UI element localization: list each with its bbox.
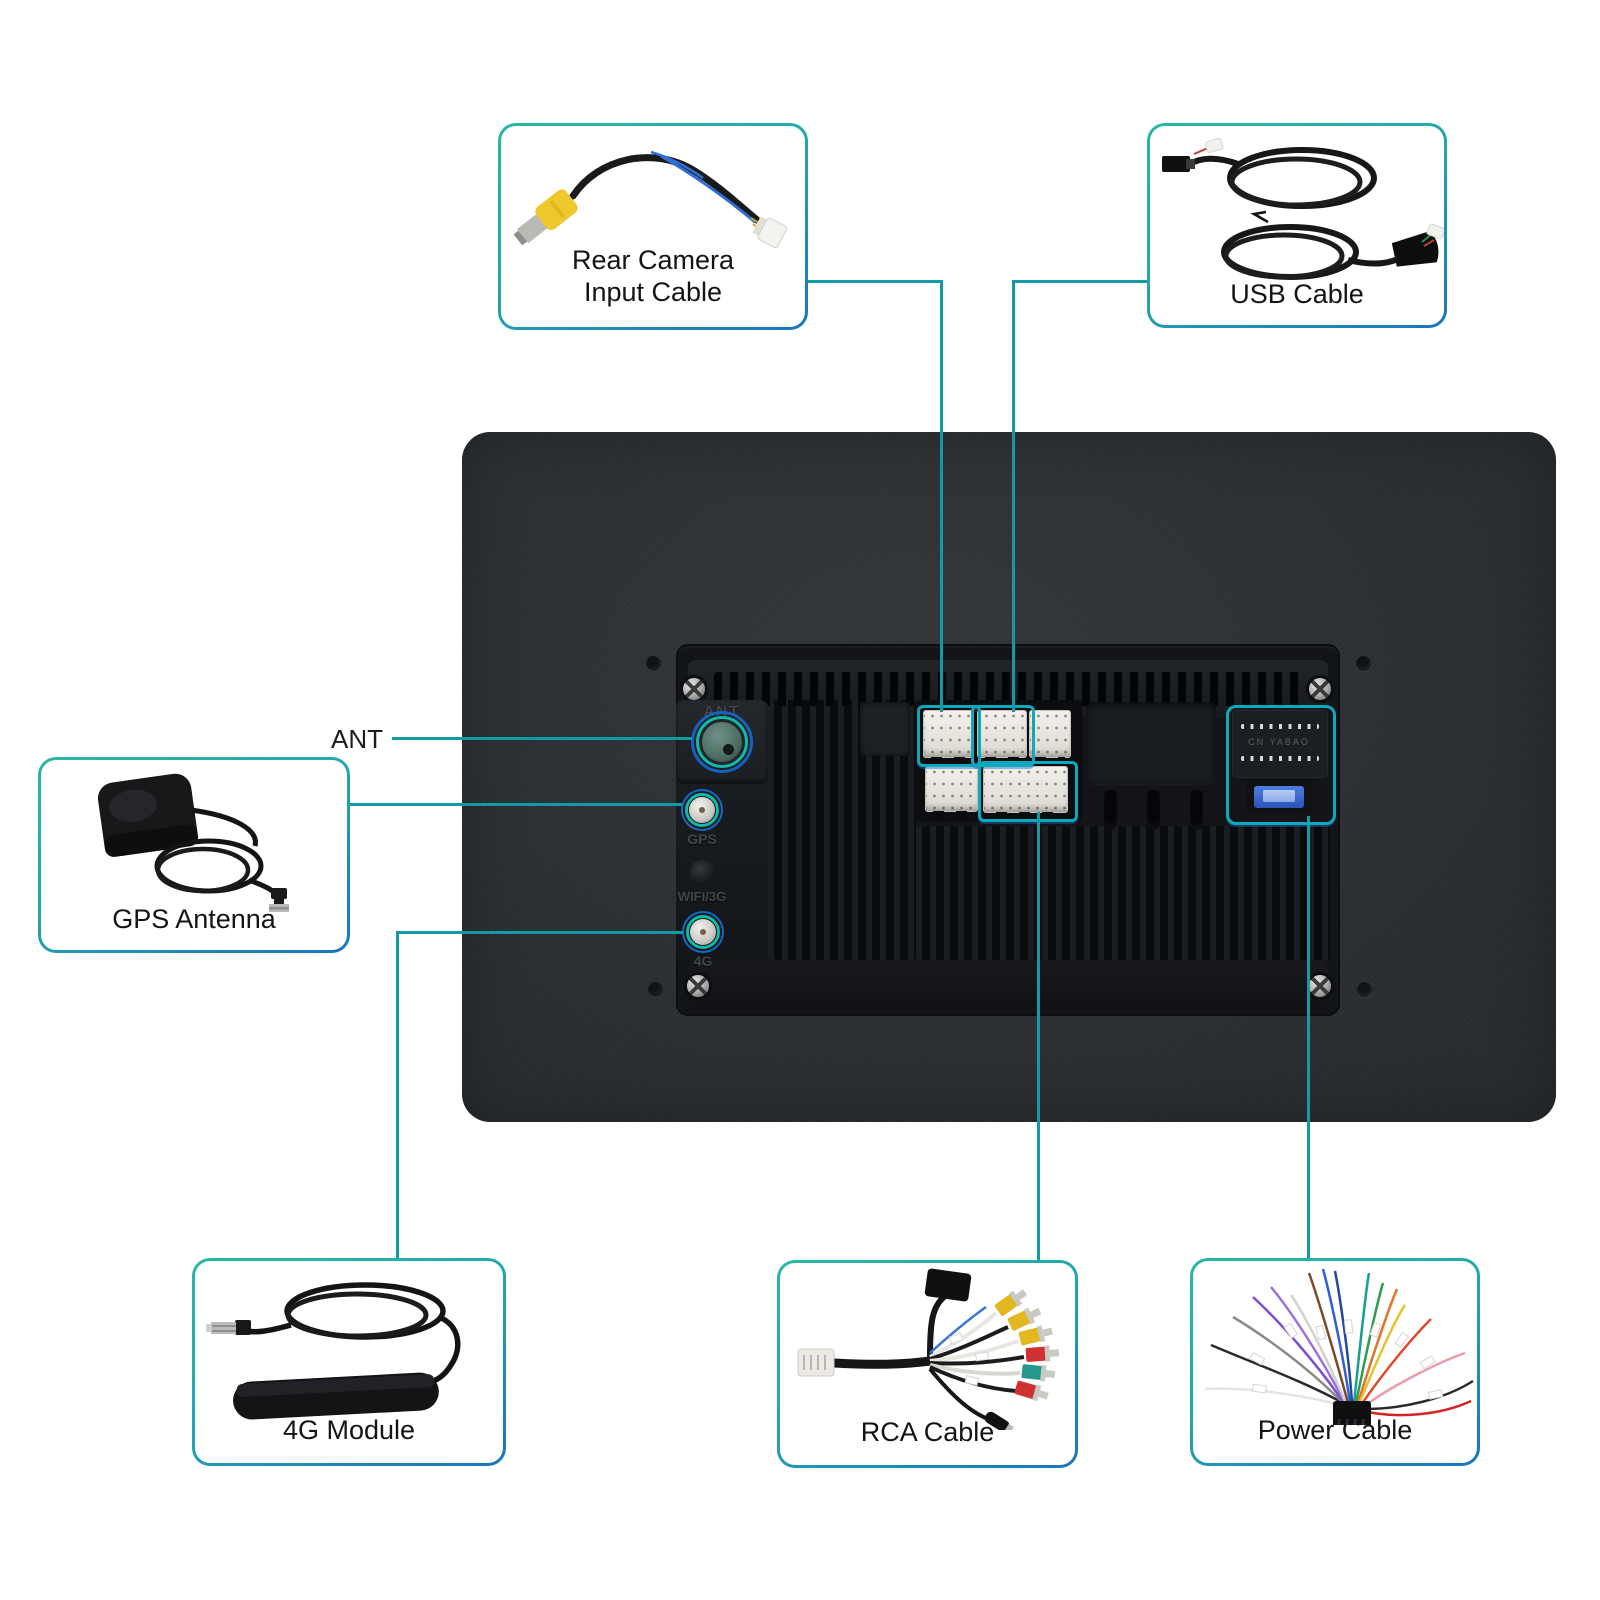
gps-label: GPS Antenna: [112, 904, 276, 935]
ant-callout-line: [392, 737, 692, 740]
fourg-module-image: [206, 1282, 461, 1420]
gps-port-label: GPS: [687, 831, 717, 847]
rear-camera-label: Rear Camera Input Cable: [571, 245, 735, 308]
wifi-port-label: WIFI/3G: [677, 889, 727, 904]
usb-callout-line-v: [1012, 280, 1015, 712]
rear-camera-callout-line-h: [807, 280, 943, 283]
fourg-callout-line-h: [396, 931, 683, 934]
usb-callout-line-h: [1012, 280, 1148, 283]
plate-screw: [683, 678, 705, 700]
plate-screw: [1309, 678, 1331, 700]
connector-print-text: CN YABAO: [1248, 737, 1310, 747]
panel-screw-hole: [646, 656, 661, 671]
gps-port-highlight-ring: [685, 793, 719, 827]
camera-socket-highlight: [917, 705, 981, 767]
ant-callout-label: ANT: [331, 724, 383, 754]
rear-camera-cable-image: [513, 150, 788, 249]
wifi-connector: [690, 860, 715, 885]
rca-cable-image: [797, 1268, 1060, 1430]
power-callout-box: Power Cable: [1190, 1258, 1480, 1466]
rca-callout-box: RCA Cable: [777, 1260, 1078, 1468]
main-power-connector: [1232, 710, 1328, 778]
bottom-rail: [688, 960, 1328, 1008]
fourg-port-blue-ring: [682, 911, 724, 953]
fuse-window: [1263, 790, 1295, 802]
heatsink-fins-bottom: [916, 826, 1330, 960]
usb-callout-box: USB Cable: [1147, 123, 1447, 328]
plate-screw: [1309, 975, 1331, 997]
vent-slot: [1147, 790, 1160, 830]
gps-callout-box: GPS Antenna: [38, 757, 350, 953]
usb-label: USB Cable: [1230, 279, 1364, 310]
rca-callout-line: [1037, 812, 1040, 1260]
io-socket: [925, 766, 978, 819]
usb-cable-image: [1162, 137, 1444, 280]
recessed-slot: [1086, 702, 1216, 784]
rca-label: RCA Cable: [860, 1417, 995, 1448]
panel-screw-hole: [1357, 982, 1372, 997]
rear-camera-callout-line-v: [940, 280, 943, 712]
power-connector-highlight: [1226, 705, 1336, 825]
fourg-callout-line-v: [396, 931, 399, 1258]
panel-sticker: [860, 702, 910, 756]
panel-screw-hole: [1356, 656, 1371, 671]
vent-slot: [1190, 790, 1203, 830]
fourg-port-label: 4G: [693, 953, 713, 969]
panel-screw-hole: [648, 982, 663, 997]
plate-screw: [687, 975, 709, 997]
fourg-port-highlight-ring: [686, 915, 720, 949]
camera-input-socket: [923, 710, 973, 765]
fourg-label: 4G Module: [282, 1415, 416, 1446]
fourg-callout-box: 4G Module: [192, 1258, 506, 1466]
power-pin-row: [1241, 756, 1319, 761]
power-cable-image: [1204, 1268, 1474, 1425]
gps-port-blue-ring: [681, 789, 723, 831]
power-pin-row: [1241, 724, 1319, 729]
power-callout-line: [1307, 816, 1310, 1258]
ant-socket-highlight-ring: [696, 716, 748, 768]
gps-antenna-image: [97, 773, 289, 912]
vent-slot: [1104, 790, 1117, 830]
rear-camera-callout-box: Rear Camera Input Cable: [498, 123, 808, 330]
ant-socket-blue-ring: [691, 711, 753, 773]
rca-socket: [983, 766, 1068, 820]
usb-socket-highlight: [971, 705, 1035, 767]
gps-callout-line: [350, 803, 682, 806]
rca-socket-highlight: [978, 761, 1078, 822]
aux-socket: [1029, 710, 1071, 765]
